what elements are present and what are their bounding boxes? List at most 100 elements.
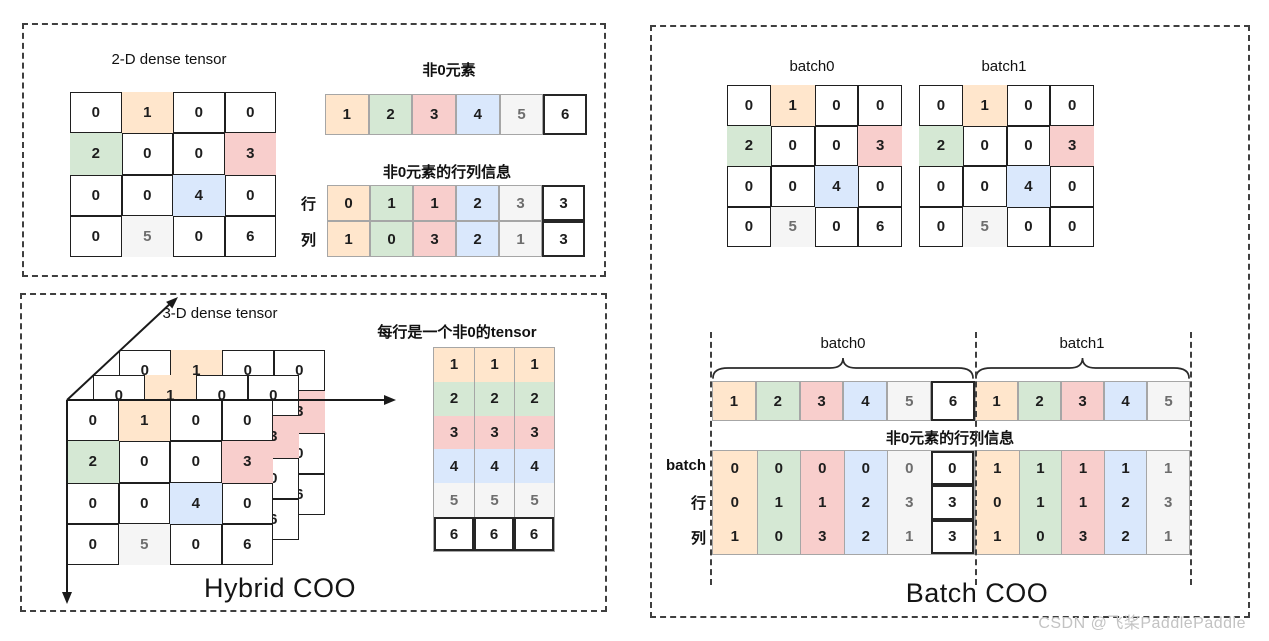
grid-cell: 0 [370, 221, 413, 257]
grid-cell: 3 [1050, 125, 1094, 166]
grid-cell: 1 [413, 185, 456, 221]
batch-coords-title: 非0元素的行列信息 [885, 430, 1015, 447]
grid-cell: 2 [434, 381, 474, 416]
hybrid-table-title: 每行是一个非0的tensor [377, 324, 537, 341]
grid-cell: 0 [858, 85, 902, 126]
grid-cell: 1 [327, 221, 370, 257]
grid-cell: 0 [70, 215, 122, 257]
grid-cell: 6 [858, 206, 902, 247]
grid-cell: 3 [499, 185, 542, 221]
grid-cell: 3 [1061, 381, 1104, 421]
grid-cell: 0 [70, 92, 122, 134]
grid-cell: 2 [755, 381, 800, 421]
grid-cell: 0 [221, 482, 273, 524]
grid-cell: 4 [456, 94, 500, 135]
grid-cell: 0 [713, 451, 757, 486]
batch0-brace [712, 357, 974, 379]
grid-cell: 1 [756, 485, 800, 520]
grid-cell: 0 [224, 174, 276, 216]
grid-cell: 0 [919, 85, 963, 126]
grid-cell: 3 [930, 485, 974, 520]
grid-cell: 0 [70, 174, 122, 216]
grid-cell: 0 [1050, 206, 1094, 247]
batch1-brace-label: batch1 [1059, 335, 1105, 352]
grid-cell: 0 [756, 451, 800, 486]
grid-cell: 1 [434, 348, 474, 382]
grid-cell: 0 [814, 85, 859, 126]
grid-cell: 0 [1050, 85, 1094, 126]
grid-cell: 3 [224, 133, 276, 175]
grid-cell: 0 [67, 400, 119, 442]
grid-cell: 1 [800, 485, 844, 520]
grid-cell: 0 [173, 133, 225, 175]
batch0-brace-label: batch0 [820, 335, 866, 352]
grid-cell: 0 [976, 485, 1019, 520]
grid-cell: 0 [118, 441, 170, 483]
grid-cell: 0 [221, 400, 273, 442]
col-dim-label: 列 [690, 530, 706, 547]
grid-cell: 0 [173, 92, 225, 134]
grid-cell: 0 [67, 523, 119, 565]
grid-cell: 0 [962, 125, 1007, 166]
grid-cell: 5 [118, 523, 170, 565]
grid-cell: 6 [474, 517, 514, 551]
grid-cell: 0 [930, 451, 974, 486]
grid-cell: 1 [514, 348, 554, 382]
grid-cell: 3 [800, 519, 844, 554]
grid-cell: 3 [221, 441, 273, 483]
grid-cell: 2 [1103, 485, 1147, 520]
grid-cell: 1 [976, 451, 1019, 486]
grid-cell: 4 [1104, 381, 1147, 421]
grid-cell: 0 [887, 451, 931, 486]
grid-cell: 1 [976, 519, 1019, 554]
coords-info-title: 非0元素的行列信息 [382, 164, 512, 181]
grid-cell: 4 [1006, 166, 1051, 207]
grid-cell: 3 [542, 221, 585, 257]
grid-cell: 3 [412, 94, 456, 135]
grid-cell: 0 [756, 519, 800, 554]
grid-cell: 1 [499, 221, 542, 257]
grid-cell: 0 [327, 185, 370, 221]
grid-cell: 5 [474, 483, 514, 518]
grid-cell: 3 [930, 519, 974, 554]
batch-separator-right [1190, 332, 1192, 585]
grid-cell: 0 [800, 451, 844, 486]
grid-cell: 1 [887, 519, 931, 554]
grid-cell: 1 [713, 519, 757, 554]
grid-cell: 5 [770, 206, 815, 247]
grid-cell: 0 [121, 174, 173, 216]
grid-cell: 1 [1018, 485, 1062, 520]
grid-cell: 0 [224, 92, 276, 134]
grid-cell: 0 [814, 206, 859, 247]
grid-cell: 3 [887, 485, 931, 520]
grid-cell: 0 [962, 166, 1007, 207]
grid-cell: 0 [173, 215, 225, 257]
grid-cell: 6 [543, 94, 587, 135]
grid-cell: 3 [1061, 519, 1104, 554]
grid-cell: 5 [121, 215, 173, 257]
grid-cell: 0 [858, 166, 902, 207]
grid-cell: 5 [887, 381, 932, 421]
grid-cell: 2 [456, 185, 499, 221]
grid-cell: 0 [170, 441, 222, 483]
grid-cell: 6 [434, 517, 474, 551]
grid-cell: 2 [514, 381, 554, 416]
grid-cell: 0 [727, 166, 771, 207]
grid-cell: 1 [975, 381, 1018, 421]
grid-cell: 0 [170, 400, 222, 442]
